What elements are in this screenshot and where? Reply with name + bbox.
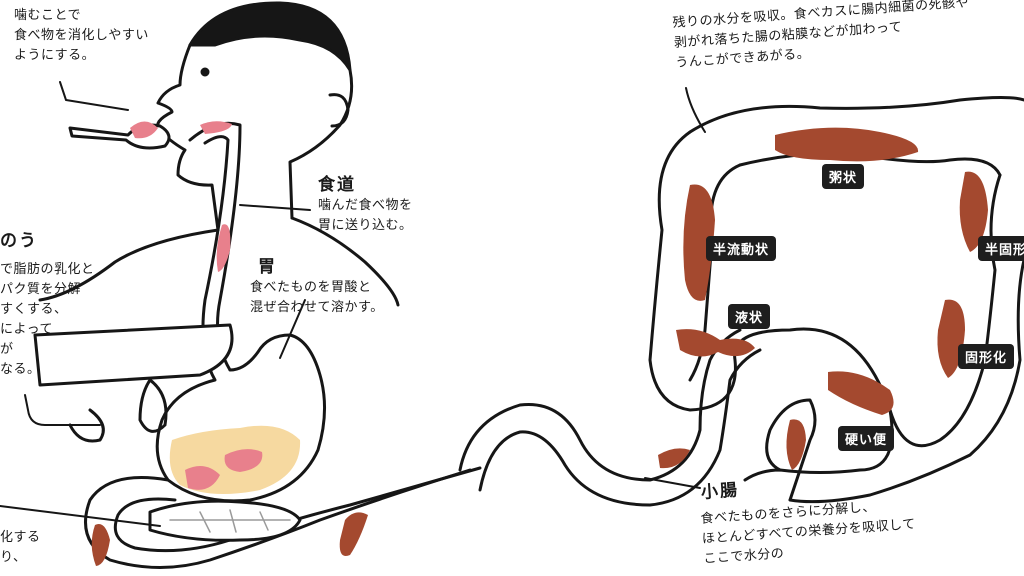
mouth-line: 食べ物を消化しやすい bbox=[14, 28, 149, 43]
pancreas-line: パク質を分解 bbox=[0, 282, 82, 297]
eye bbox=[200, 67, 210, 77]
pancreas-line: によって bbox=[0, 322, 53, 337]
pancreas-line: なる。 bbox=[0, 362, 41, 377]
bottom-left-line: 化する bbox=[0, 530, 41, 545]
stool-label-hard: 硬い便 bbox=[838, 426, 895, 451]
stool-label-porridge: 粥状 bbox=[822, 164, 865, 189]
ear bbox=[328, 93, 350, 128]
mouth-line: ようにする。 bbox=[14, 48, 96, 63]
pancreas-line: で脂肪の乳化と bbox=[0, 262, 95, 277]
liver bbox=[33, 323, 234, 387]
bottom-left-partial: 化する り、 bbox=[0, 528, 41, 568]
esophagus-line: 噛んだ食べ物を bbox=[318, 198, 413, 213]
esophagus-line: 胃に送り込む。 bbox=[318, 218, 413, 233]
esophagus-title: 食道 bbox=[318, 175, 356, 195]
head-outline bbox=[156, 43, 220, 232]
hair bbox=[188, 1, 352, 72]
stomach-title: 胃 bbox=[258, 257, 277, 277]
pancreas-description-partial: で脂肪の乳化と パク質を分解 すくする、 によって が なる。 bbox=[0, 260, 95, 380]
stomach-line: 混ぜ合わせて溶かす。 bbox=[250, 300, 384, 315]
body-outline bbox=[290, 216, 400, 307]
stomach-description: 食べたものを胃酸と 混ぜ合わせて溶かす。 bbox=[250, 278, 384, 318]
mouth-description: 噛むことで 食べ物を消化しやすい ようにする。 bbox=[14, 6, 149, 66]
pancreas-title-partial: のう bbox=[0, 231, 38, 251]
gallbladder bbox=[138, 378, 168, 433]
esophagus-description: 噛んだ食べ物を 胃に送り込む。 bbox=[318, 196, 413, 236]
stool-label-semi-solid: 半固形 bbox=[978, 236, 1024, 261]
duodenum bbox=[84, 468, 472, 569]
colon-top bbox=[688, 96, 1024, 134]
stomach-line: 食べたものを胃酸と bbox=[250, 280, 372, 295]
bottom-left-line: り、 bbox=[0, 550, 27, 565]
stool-label-solidifying: 固形化 bbox=[958, 344, 1015, 369]
small-intestine-title: 小腸 bbox=[700, 480, 740, 503]
stool-label-semi-fluid: 半流動状 bbox=[706, 236, 777, 261]
mouth-line: 噛むことで bbox=[14, 8, 82, 23]
small-intestine-tube bbox=[458, 328, 742, 482]
pancreas-line: が bbox=[0, 342, 14, 357]
pancreas-line: すくする、 bbox=[0, 302, 68, 317]
stool-label-liquid: 液状 bbox=[728, 304, 771, 329]
